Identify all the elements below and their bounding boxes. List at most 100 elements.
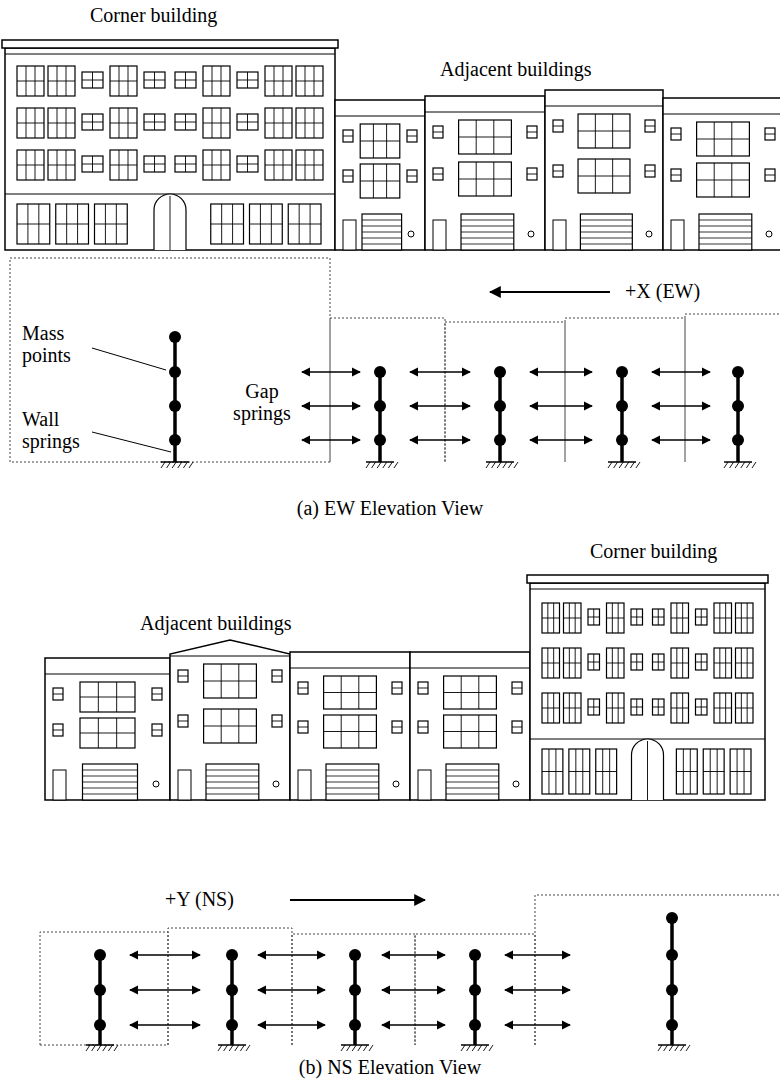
window <box>444 715 497 748</box>
cornice-line <box>290 668 410 669</box>
row-house-facade <box>170 640 290 800</box>
window <box>360 124 400 158</box>
support-hatch <box>86 1045 90 1051</box>
door <box>433 220 446 250</box>
garage-slat <box>83 794 138 795</box>
mullion <box>527 132 537 133</box>
window <box>433 126 443 138</box>
support-hatch <box>630 462 634 468</box>
cornice-line <box>335 116 425 117</box>
mass-point <box>374 400 386 412</box>
mullion <box>95 224 128 225</box>
window <box>53 724 63 736</box>
garage-slat <box>326 788 379 789</box>
mullion <box>671 175 681 176</box>
window <box>714 603 732 633</box>
window <box>392 721 402 733</box>
mullion <box>152 694 162 695</box>
mullion <box>671 708 689 709</box>
support-hatch <box>658 1045 662 1051</box>
support-hatch <box>461 1045 465 1051</box>
mullion <box>296 165 323 166</box>
door <box>298 770 311 800</box>
row-house-facade <box>663 98 780 250</box>
window <box>298 682 308 694</box>
window <box>512 721 522 733</box>
garage-door <box>461 214 514 250</box>
mullion <box>53 694 63 695</box>
garage-slat <box>206 782 259 783</box>
support-hatch <box>686 1045 690 1051</box>
facade-outline <box>545 90 663 250</box>
mullion <box>82 80 103 81</box>
mullion <box>82 122 103 123</box>
mullion <box>17 224 50 225</box>
mullion <box>265 165 292 166</box>
window <box>564 603 582 633</box>
window <box>459 120 512 154</box>
window <box>144 114 165 130</box>
corner-building-facade <box>527 575 768 800</box>
mullion <box>653 707 665 708</box>
window <box>564 693 582 723</box>
support-hatch <box>363 1045 367 1051</box>
window <box>671 169 681 181</box>
door <box>178 770 191 800</box>
window <box>607 603 625 633</box>
gap-spring <box>130 1024 200 1025</box>
callout-label: Mass points <box>22 322 92 366</box>
mullion <box>433 174 443 175</box>
mullion <box>110 165 137 166</box>
garage-slat <box>580 220 632 221</box>
mass-point <box>494 366 506 378</box>
mullion <box>237 122 258 123</box>
support-hatch <box>724 462 728 468</box>
mullion <box>418 688 428 689</box>
mullion <box>564 708 582 709</box>
mullion <box>676 771 697 772</box>
mass-point <box>349 949 361 961</box>
window <box>527 126 537 138</box>
window <box>48 108 75 138</box>
mullion <box>17 123 44 124</box>
mullion <box>542 618 560 619</box>
building-label: Corner building <box>590 540 770 562</box>
mullion <box>203 123 230 124</box>
facade-outline <box>5 48 335 250</box>
gap-spring <box>505 989 570 990</box>
garage-slat <box>699 220 752 221</box>
lamp <box>393 781 399 787</box>
garage-slat <box>206 794 259 795</box>
support-hatch <box>352 1045 356 1051</box>
axis-label: +X (EW) <box>625 280 765 302</box>
facade-outline <box>290 652 410 800</box>
mullion <box>671 618 689 619</box>
window <box>588 609 600 625</box>
garage-slat <box>580 226 632 227</box>
facade-outline <box>410 652 530 800</box>
mullion <box>588 617 600 618</box>
support-hatch <box>240 1045 244 1051</box>
window <box>203 150 230 180</box>
window <box>512 682 522 694</box>
garage-slat <box>83 788 138 789</box>
support-hatch <box>489 1045 493 1051</box>
mass-point <box>94 984 106 996</box>
lamp <box>766 231 772 237</box>
wall-spring <box>498 372 502 462</box>
window <box>48 150 75 180</box>
mullion <box>203 81 230 82</box>
mass-point <box>616 400 628 412</box>
support-hatch <box>92 1045 96 1051</box>
garage-slat <box>362 238 402 239</box>
support-hatch <box>167 462 171 468</box>
mullion <box>569 771 590 772</box>
mullion <box>607 663 625 664</box>
window <box>631 699 643 715</box>
window <box>265 150 292 180</box>
mullion <box>459 137 512 138</box>
mass-point <box>226 984 238 996</box>
garage-slat <box>326 776 379 777</box>
cornice-line <box>410 668 530 669</box>
cornice-line <box>45 674 170 675</box>
